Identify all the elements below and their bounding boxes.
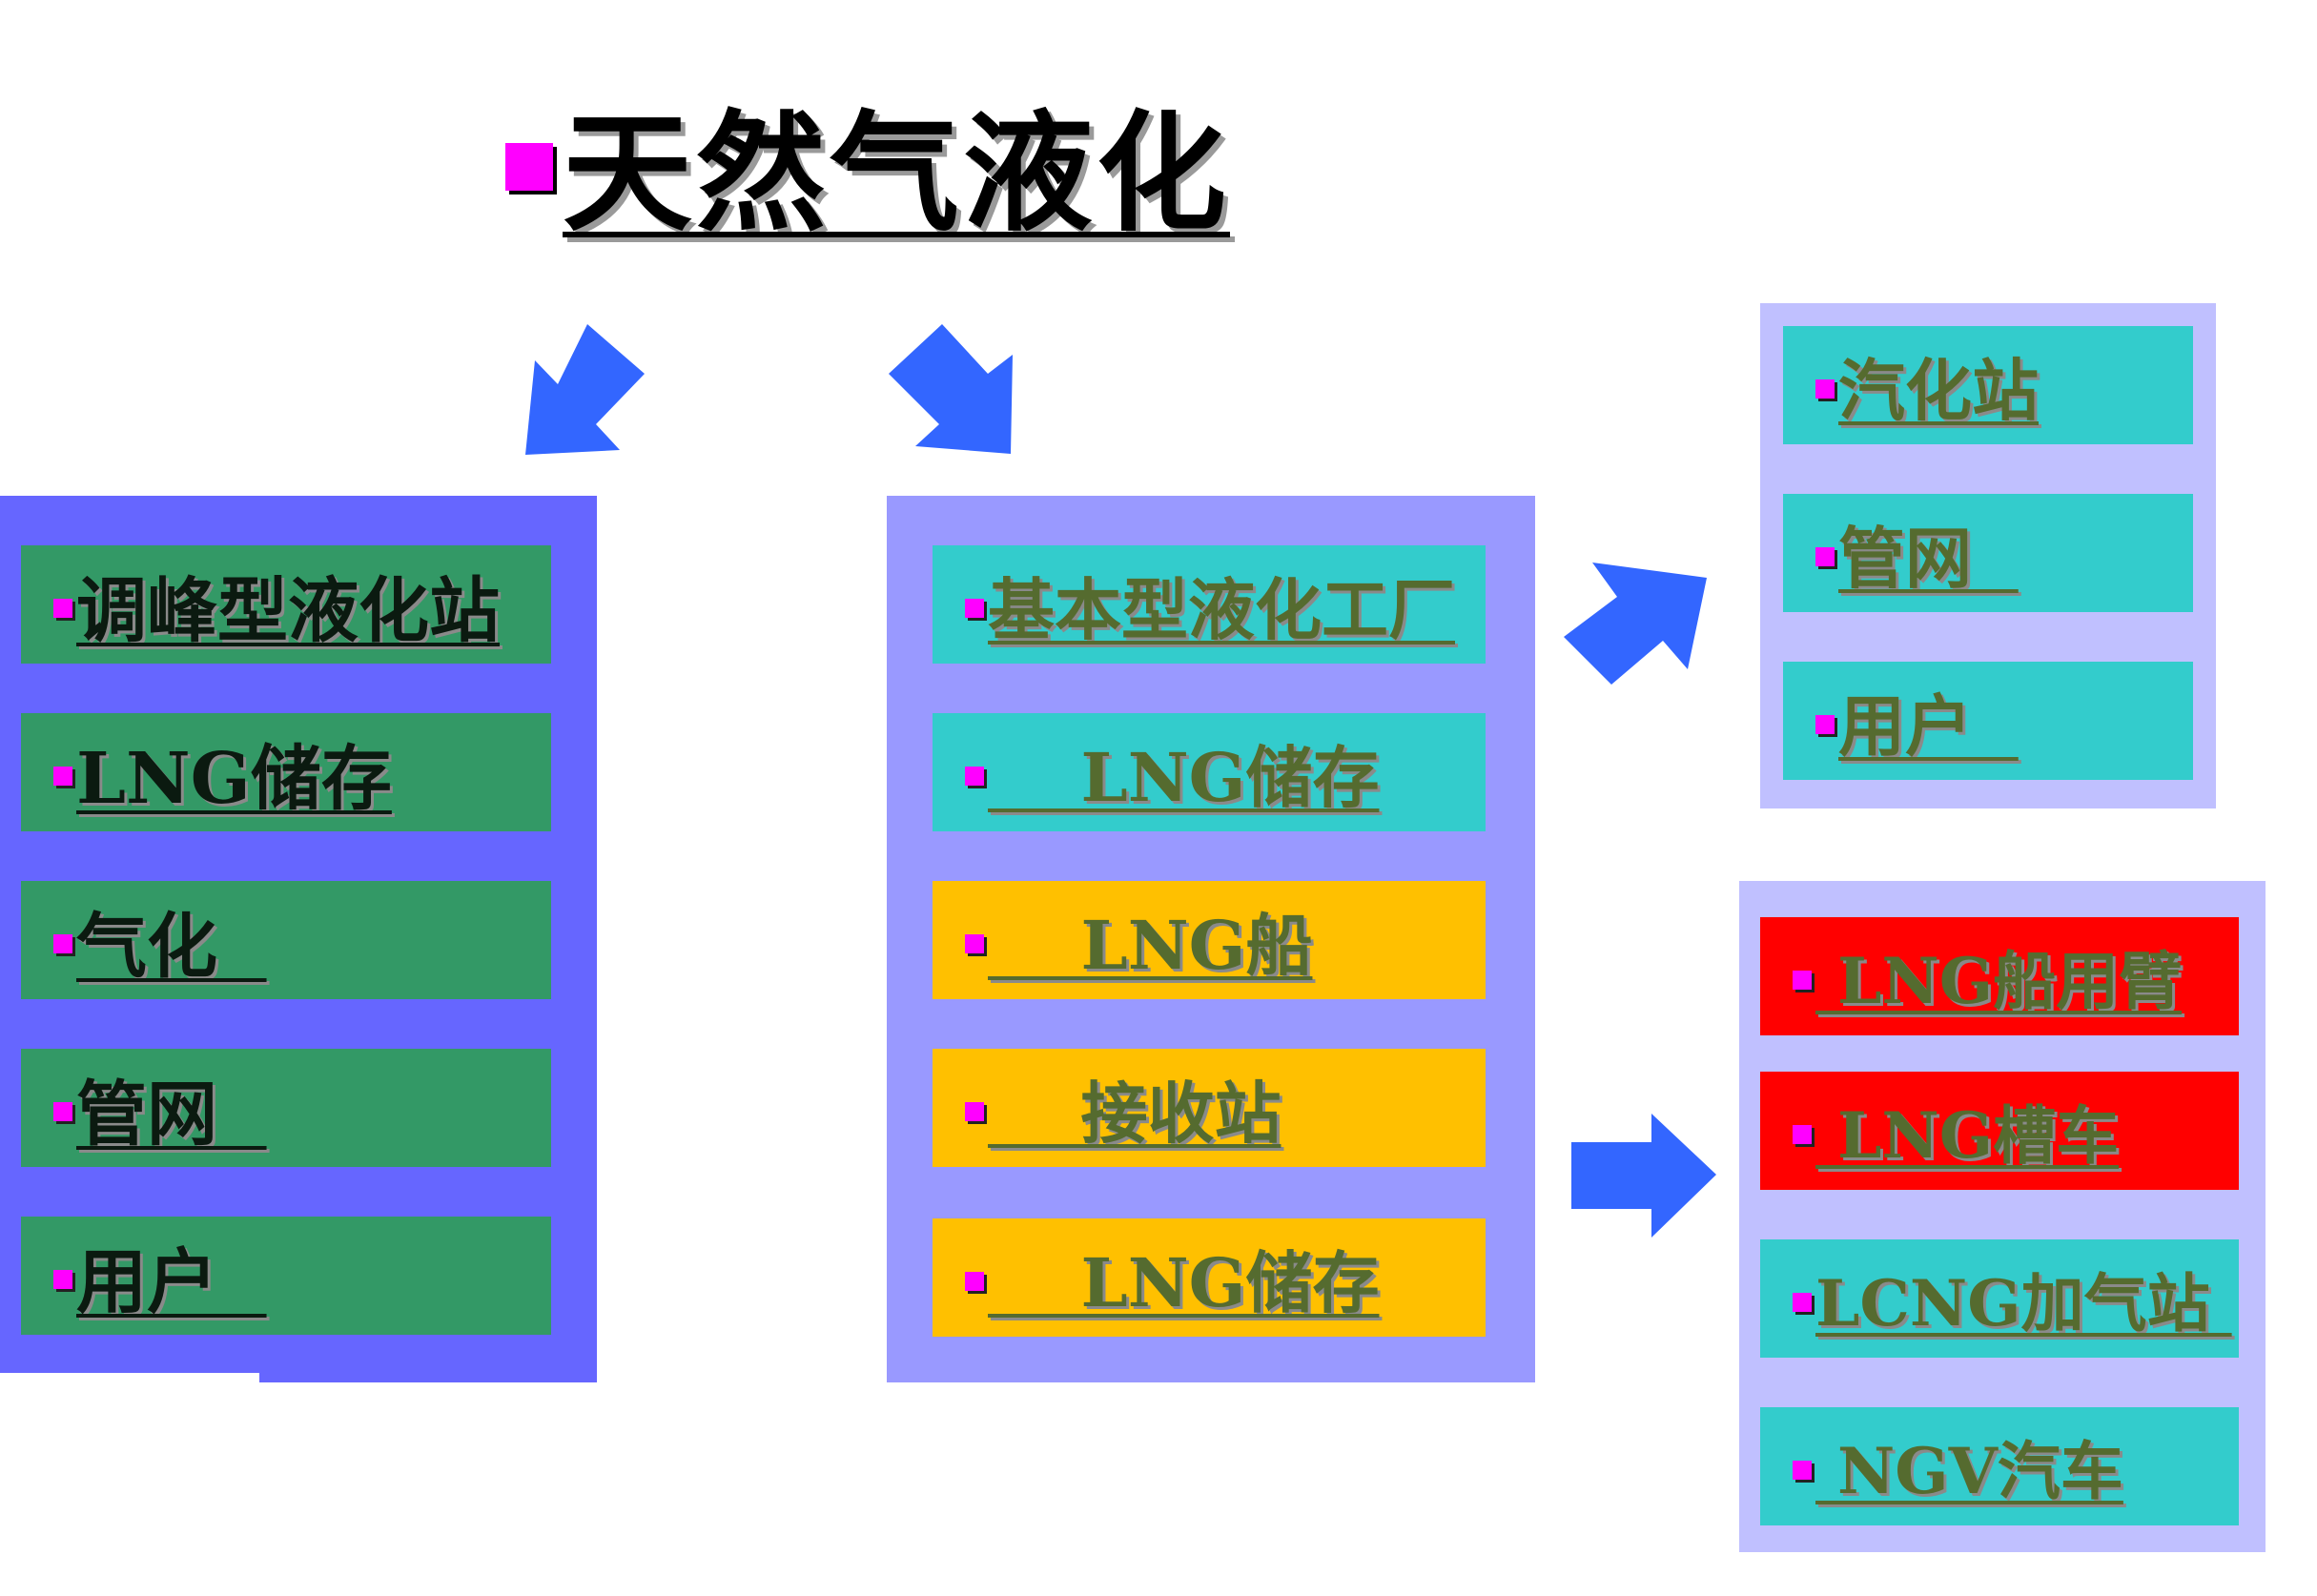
bullet-icon (53, 767, 72, 786)
arrow-up-right-icon (1564, 563, 1707, 685)
bullet-icon (53, 1102, 72, 1121)
middle-item-baseload-plant: 基本型液化工厂 (933, 545, 1486, 664)
bottom-right-item-label: LNG船用臂 (1815, 944, 2183, 1018)
middle-item-label: LNG船 (988, 905, 1313, 985)
middle-item-receiving-terminal: 接收站 (933, 1049, 1486, 1167)
bottom-right-item-lng-tanker: LNG槽车 (1760, 1072, 2239, 1190)
middle-item-label: LNG储存 (988, 737, 1380, 817)
left-item-pipeline: 管网 (21, 1049, 551, 1167)
left-item-label: 气化 (76, 905, 267, 988)
top-right-item-label: 汽化站 (1838, 350, 2039, 430)
arrow-right-icon (1571, 1114, 1716, 1238)
bullet-icon (53, 599, 72, 618)
middle-item-label: 接收站 (988, 1073, 1282, 1153)
left-item-label: 用户 (76, 1240, 267, 1323)
middle-item-lng-storage: LNG储存 (933, 713, 1486, 831)
bottom-right-item-ngv-vehicle: NGV汽车 (1760, 1407, 2239, 1525)
bullet-icon (965, 1272, 984, 1291)
left-item-peak-shaving-station: 调峰型液化站 (21, 545, 551, 664)
diagram-title: 天然气液化 (505, 76, 1230, 250)
middle-item-label: 基本型液化工厂 (988, 569, 1455, 649)
bottom-right-item-label: NGV汽车 (1815, 1434, 2123, 1508)
top-right-item-label: 用户 (1838, 685, 2019, 766)
top-right-item-users: 用户 (1783, 662, 2193, 780)
middle-item-lng-storage-2: LNG储存 (933, 1218, 1486, 1337)
top-right-item-pipeline: 管网 (1783, 494, 2193, 612)
bullet-icon (965, 767, 984, 786)
bottom-right-item-label: LCNG加气站 (1815, 1266, 2232, 1340)
arrow-down-left-icon (525, 324, 645, 455)
top-right-item-gasification-station: 汽化站 (1783, 326, 2193, 444)
left-item-label: 调峰型液化站 (76, 569, 500, 652)
left-item-label: LNG储存 (76, 737, 392, 820)
bottom-right-item-lcng-station: LCNG加气站 (1760, 1239, 2239, 1358)
bullet-icon (965, 934, 984, 953)
middle-item-label: LNG储存 (988, 1242, 1380, 1322)
title-text: 天然气液化 (563, 96, 1230, 250)
bullet-icon (1793, 1125, 1812, 1144)
bullet-icon (53, 934, 72, 953)
left-item-users: 用户 (21, 1217, 551, 1335)
left-panel-notch (0, 1373, 259, 1390)
left-item-gasification: 气化 (21, 881, 551, 999)
bottom-right-item-label: LNG槽车 (1815, 1098, 2120, 1173)
bullet-icon (1815, 715, 1835, 734)
bullet-icon (1793, 1293, 1812, 1312)
left-item-label: 管网 (76, 1073, 267, 1156)
left-item-lng-storage: LNG储存 (21, 713, 551, 831)
title-bullet-icon (505, 143, 553, 191)
bullet-icon (965, 599, 984, 618)
bullet-icon (965, 1102, 984, 1121)
bullet-icon (1815, 547, 1835, 566)
bullet-icon (1793, 971, 1812, 990)
arrow-down-right-icon (889, 324, 1013, 454)
bottom-right-item-lng-loading-arm: LNG船用臂 (1760, 917, 2239, 1035)
top-right-item-label: 管网 (1838, 518, 2019, 598)
bullet-icon (1815, 379, 1835, 399)
bullet-icon (1793, 1461, 1812, 1480)
bullet-icon (53, 1270, 72, 1289)
middle-item-lng-ship: LNG船 (933, 881, 1486, 999)
